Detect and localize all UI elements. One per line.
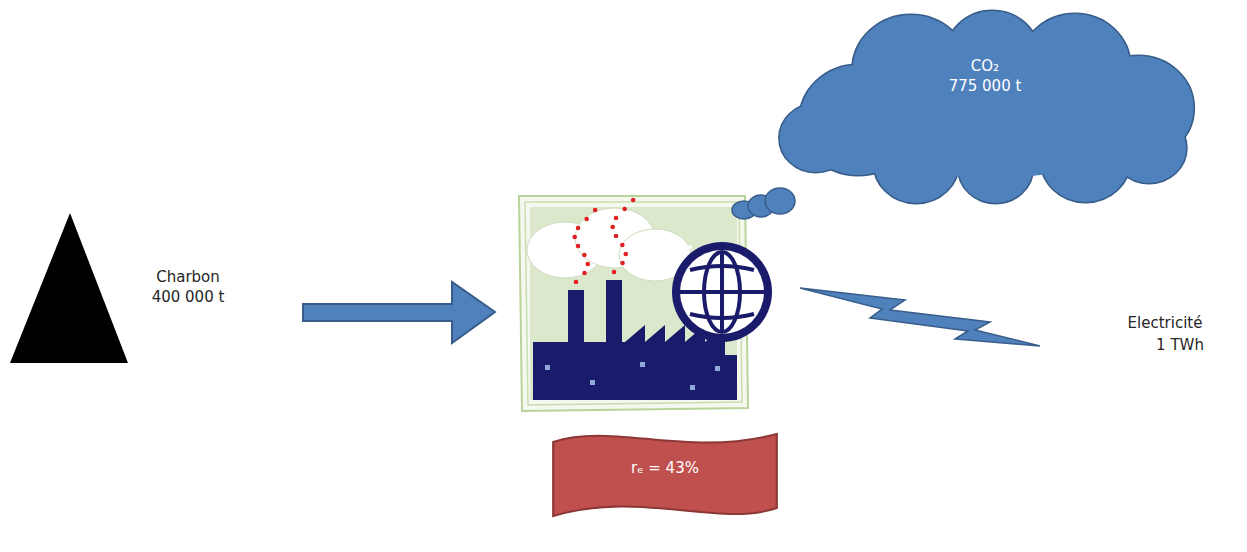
efficiency-banner: rₑ = 43% (551, 428, 779, 522)
cloud-outline (768, 8, 1202, 205)
label-text: 1 TWh (1156, 336, 1204, 354)
co2-cloud: CO₂775 000 t (768, 8, 1202, 205)
thought-bubbles (732, 188, 795, 219)
lightning-bolt (800, 288, 1040, 346)
node-text: rₑ = 43% (631, 458, 699, 478)
coal-pile (10, 213, 128, 363)
label-text: Electricité (1128, 314, 1203, 332)
input-arrow (303, 282, 495, 343)
label-text: 400 000 t (152, 288, 225, 306)
globe-symbol (672, 242, 772, 342)
node-text: 775 000 t (949, 76, 1022, 96)
node-text: CO₂ (971, 56, 999, 76)
label-text: Charbon (156, 268, 220, 286)
